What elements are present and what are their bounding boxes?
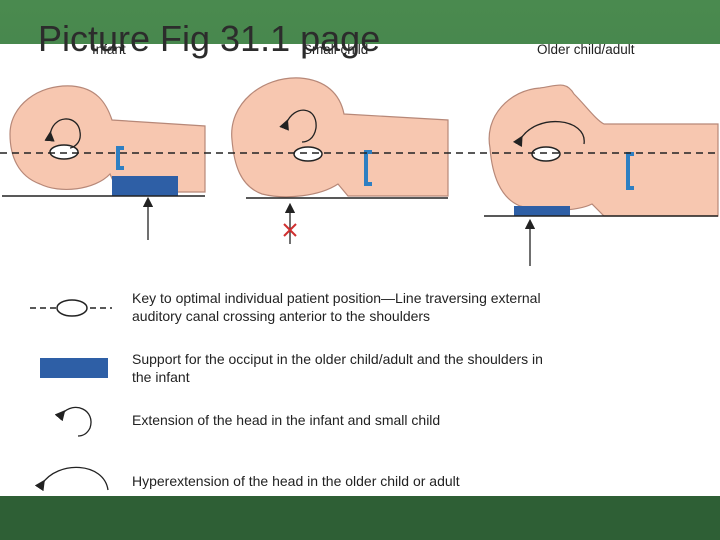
slide-footer-band	[0, 496, 720, 540]
slide-title: Picture Fig 31.1 page	[38, 18, 381, 59]
small-child-label: Small child	[303, 44, 369, 57]
key-dashed-line-ear-icon	[30, 299, 112, 317]
small-child-panel	[231, 77, 449, 244]
infant-body	[9, 85, 206, 193]
infant-extension-arrow-icon	[44, 118, 81, 149]
small-child-body	[231, 77, 449, 198]
infant-panel	[2, 85, 206, 240]
key-text-optimal-position: Key to optimal individual patient positi…	[132, 290, 541, 324]
key-large-curved-arrow-icon	[34, 466, 109, 492]
adult-occiput-support	[514, 206, 570, 216]
no-support-x-icon	[283, 223, 297, 237]
key-small-curved-arrow-icon	[54, 406, 92, 437]
figure-illustration	[0, 77, 720, 492]
adult-hyperextension-arrow-icon	[512, 120, 585, 148]
key-blue-support-block-icon	[40, 358, 108, 378]
adult-body	[488, 84, 719, 217]
key-text-support: Support for the occiput in the older chi…	[132, 351, 543, 385]
older-child-adult-panel	[484, 84, 719, 266]
key-text-extension: Extension of the head in the infant and …	[132, 412, 441, 428]
infant-label: Infant	[92, 44, 126, 57]
figure-image: Infant Small child Older child/adult Key…	[0, 44, 720, 496]
infant-shoulder-bracket-icon	[116, 146, 124, 170]
infant-shoulder-support	[112, 176, 178, 196]
small-child-shoulder-bracket-icon	[364, 150, 372, 186]
older-child-adult-label: Older child/adult	[537, 44, 635, 57]
key-text-hyperextension: Hyperextension of the head in the older …	[132, 473, 460, 489]
small-child-ear-icon	[293, 146, 323, 162]
adult-ear-icon	[531, 146, 561, 162]
small-child-extension-arrow-icon	[279, 109, 317, 143]
adult-shoulder-bracket-icon	[626, 152, 634, 190]
